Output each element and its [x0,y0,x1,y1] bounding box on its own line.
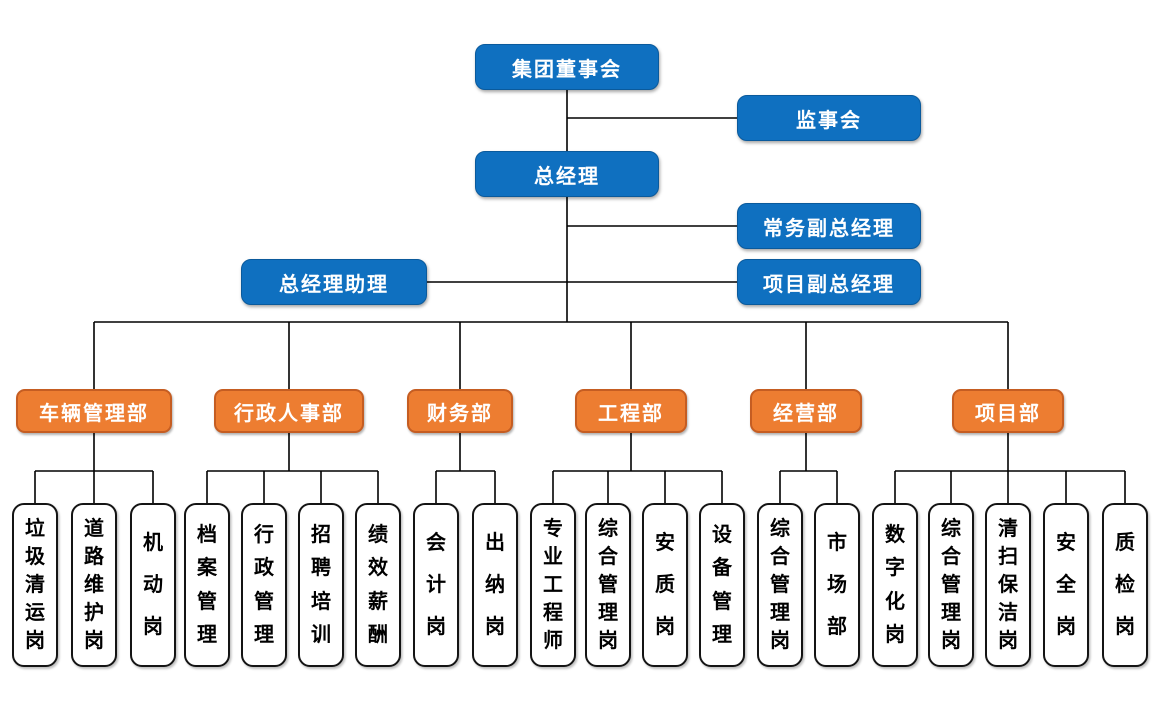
position-box: 垃圾清运岗 [12,503,58,667]
position-label: 清扫保洁岗 [998,518,1018,652]
position-label: 机动岗 [143,532,163,638]
position-box: 综合管理岗 [757,503,803,667]
position-label: 综合管理岗 [770,518,790,652]
node-supervisory-board: 监事会 [737,95,921,141]
department-label: 项目部 [975,402,1041,425]
node-label: 项目副总经理 [763,273,895,296]
position-box: 市场部 [814,503,860,667]
position-label: 安全岗 [1056,532,1076,638]
position-label: 综合管理岗 [941,518,961,652]
node-label: 总经理助理 [279,273,389,296]
position-label: 市场部 [827,532,847,638]
department-box: 财务部 [407,389,513,433]
position-box: 设备管理 [699,503,745,667]
position-box: 质检岗 [1102,503,1148,667]
department-box: 项目部 [952,389,1064,433]
department-box: 经营部 [750,389,862,433]
department-box: 车辆管理部 [16,389,172,433]
position-box: 机动岗 [130,503,176,667]
position-box: 道路维护岗 [71,503,117,667]
position-label: 综合管理岗 [598,518,618,652]
node-group-board: 集团董事会 [475,44,659,90]
department-label: 工程部 [598,402,664,425]
position-box: 招聘培训 [298,503,344,667]
position-box: 绩效薪酬 [355,503,401,667]
position-label: 行政管理 [254,523,274,647]
position-box: 综合管理岗 [928,503,974,667]
node-general-manager: 总经理 [475,151,659,197]
node-label: 监事会 [796,109,862,132]
position-box: 安全岗 [1043,503,1089,667]
node-project-deputy-gm: 项目副总经理 [737,259,921,305]
node-executive-deputy-gm: 常务副总经理 [737,203,921,249]
position-box: 行政管理 [241,503,287,667]
node-label: 总经理 [534,165,600,188]
position-box: 出纳岗 [472,503,518,667]
position-box: 综合管理岗 [585,503,631,667]
department-box: 工程部 [575,389,687,433]
position-label: 会计岗 [426,532,446,638]
position-label: 安质岗 [655,532,675,638]
department-label: 经营部 [773,402,839,425]
position-label: 专业工程师 [543,518,563,652]
position-box: 档案管理 [184,503,230,667]
position-label: 档案管理 [197,523,217,647]
position-box: 清扫保洁岗 [985,503,1031,667]
position-label: 出纳岗 [485,532,505,638]
position-box: 安质岗 [642,503,688,667]
node-label: 集团董事会 [512,58,622,81]
node-label: 常务副总经理 [763,217,895,240]
position-label: 质检岗 [1115,532,1135,638]
position-label: 绩效薪酬 [368,523,388,647]
position-box: 会计岗 [413,503,459,667]
node-gm-assistant: 总经理助理 [241,259,427,305]
position-label: 垃圾清运岗 [25,518,45,652]
department-label: 行政人事部 [234,402,344,425]
department-label: 车辆管理部 [39,402,149,425]
position-box: 数字化岗 [872,503,918,667]
position-label: 设备管理 [712,523,732,647]
position-label: 道路维护岗 [84,518,104,652]
department-label: 财务部 [427,402,493,425]
department-box: 行政人事部 [214,389,364,433]
position-box: 专业工程师 [530,503,576,667]
position-label: 数字化岗 [885,523,905,647]
position-label: 招聘培训 [311,523,331,647]
